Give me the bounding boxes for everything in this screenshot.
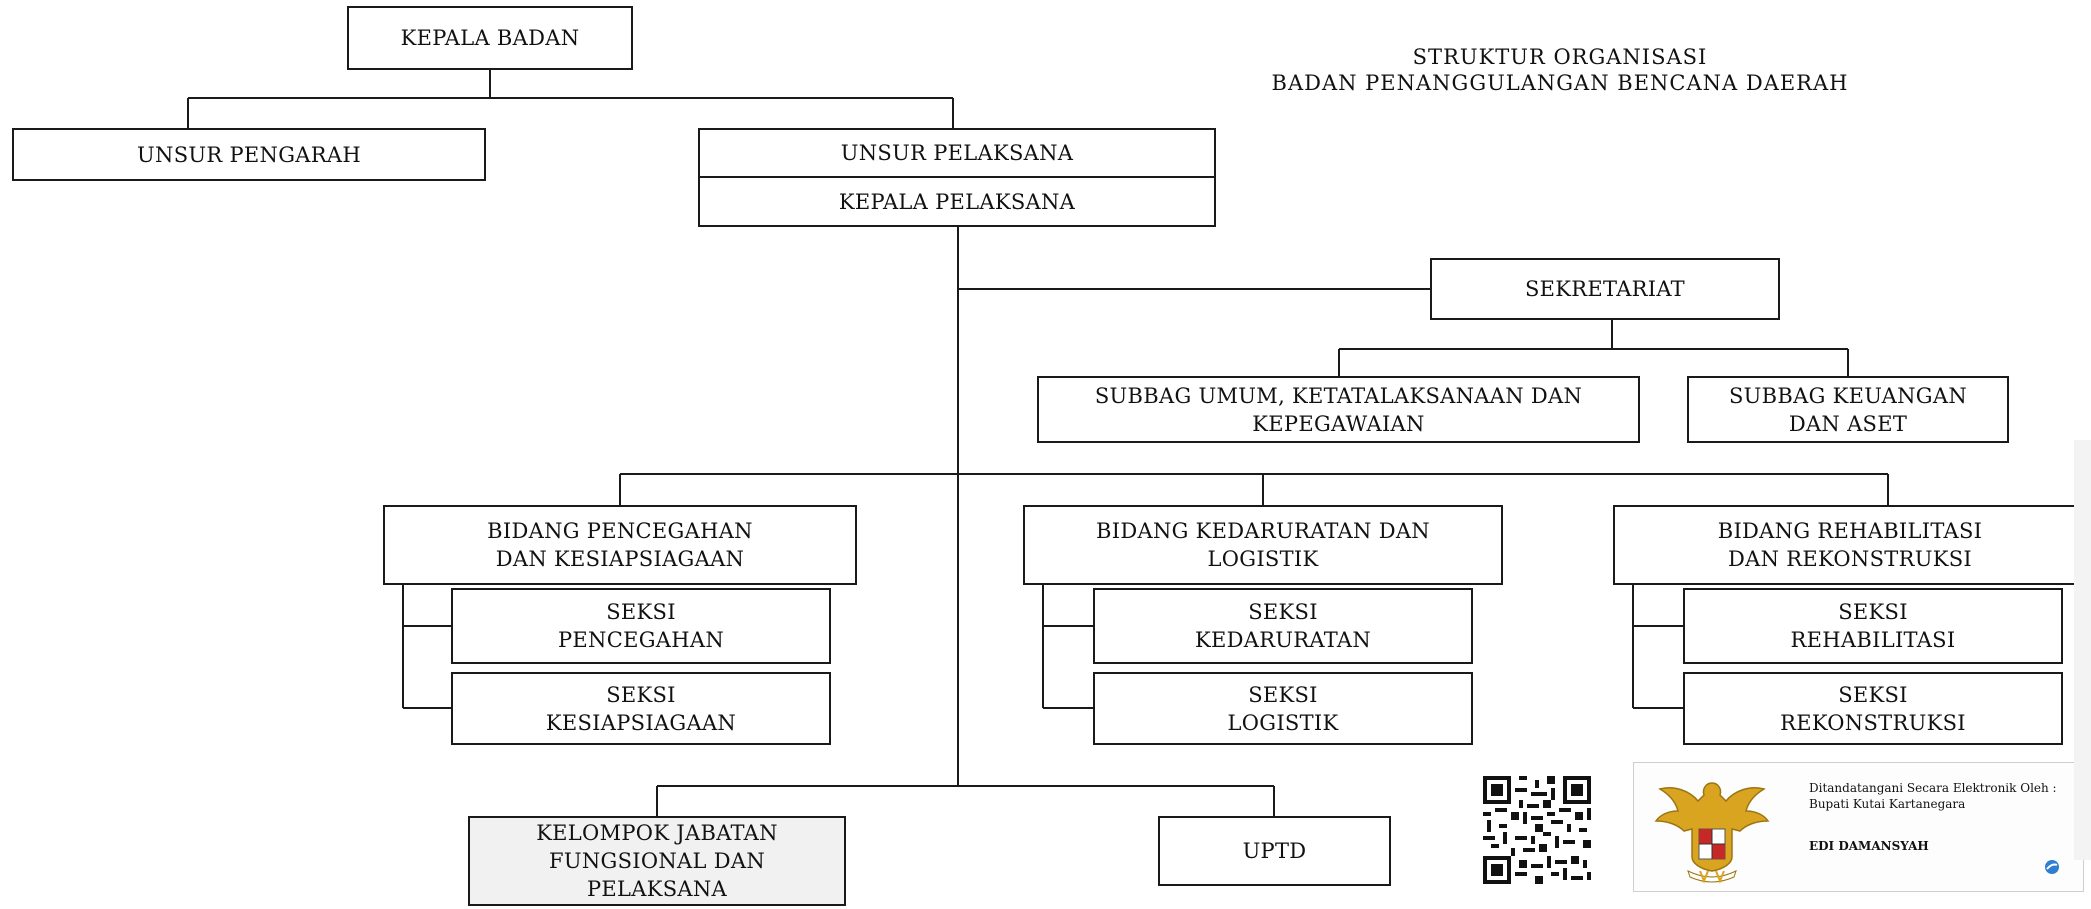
node-seksi-rekonstruksi: SEKSI REKONSTRUKSI (1683, 672, 2063, 745)
node-uptd: UPTD (1158, 816, 1391, 886)
node-subbag-keuangan: SUBBAG KEUANGAN DAN ASET (1687, 376, 2009, 443)
node-seksi-kesiapsiagaan: SEKSI KESIAPSIAGAAN (451, 672, 831, 745)
node-sekretariat: SEKRETARIAT (1430, 258, 1780, 320)
node-seksi-pencegahan: SEKSI PENCEGAHAN (451, 588, 831, 664)
signature-block: Ditandatangani Secara Elektronik Oleh : … (1633, 762, 2084, 892)
garuda-emblem-icon (1654, 782, 1770, 884)
node-kelompok-jabatan: KELOMPOK JABATAN FUNGSIONAL DAN PELAKSAN… (468, 816, 846, 906)
chart-title: STRUKTUR ORGANISASI BADAN PENANGGULANGAN… (1225, 44, 1895, 96)
page-edge-shadow (2074, 440, 2091, 860)
node-subbag-umum: SUBBAG UMUM, KETATALAKSANAAN DAN KEPEGAW… (1037, 376, 1640, 443)
qr-code-icon (1483, 776, 1591, 884)
node-seksi-kedaruratan: SEKSI KEDARURATAN (1093, 588, 1473, 664)
node-seksi-logistik: SEKSI LOGISTIK (1093, 672, 1473, 745)
node-unsur-pengarah: UNSUR PENGARAH (12, 128, 486, 181)
chart-title-line1: STRUKTUR ORGANISASI (1412, 45, 1708, 69)
signature-name: EDI DAMANSYAH (1809, 839, 1929, 853)
node-bidang-pencegahan: BIDANG PENCEGAHAN DAN KESIAPSIAGAAN (383, 505, 857, 585)
bsre-logo-icon (2045, 860, 2059, 874)
node-kepala-pelaksana: KEPALA PELAKSANA (698, 176, 1216, 227)
chart-title-line2: BADAN PENANGGULANGAN BENCANA DAERAH (1271, 71, 1849, 95)
node-seksi-rehabilitasi: SEKSI REHABILITASI (1683, 588, 2063, 664)
node-kepala-badan: KEPALA BADAN (347, 6, 633, 70)
node-unsur-pelaksana: UNSUR PELAKSANA (698, 128, 1216, 178)
signature-caption: Ditandatangani Secara Elektronik Oleh : (1809, 781, 2057, 795)
node-bidang-kedaruratan: BIDANG KEDARURATAN DAN LOGISTIK (1023, 505, 1503, 585)
node-bidang-rehabilitasi: BIDANG REHABILITASI DAN REKONSTRUKSI (1613, 505, 2087, 585)
signature-title: Bupati Kutai Kartanegara (1809, 797, 1966, 811)
